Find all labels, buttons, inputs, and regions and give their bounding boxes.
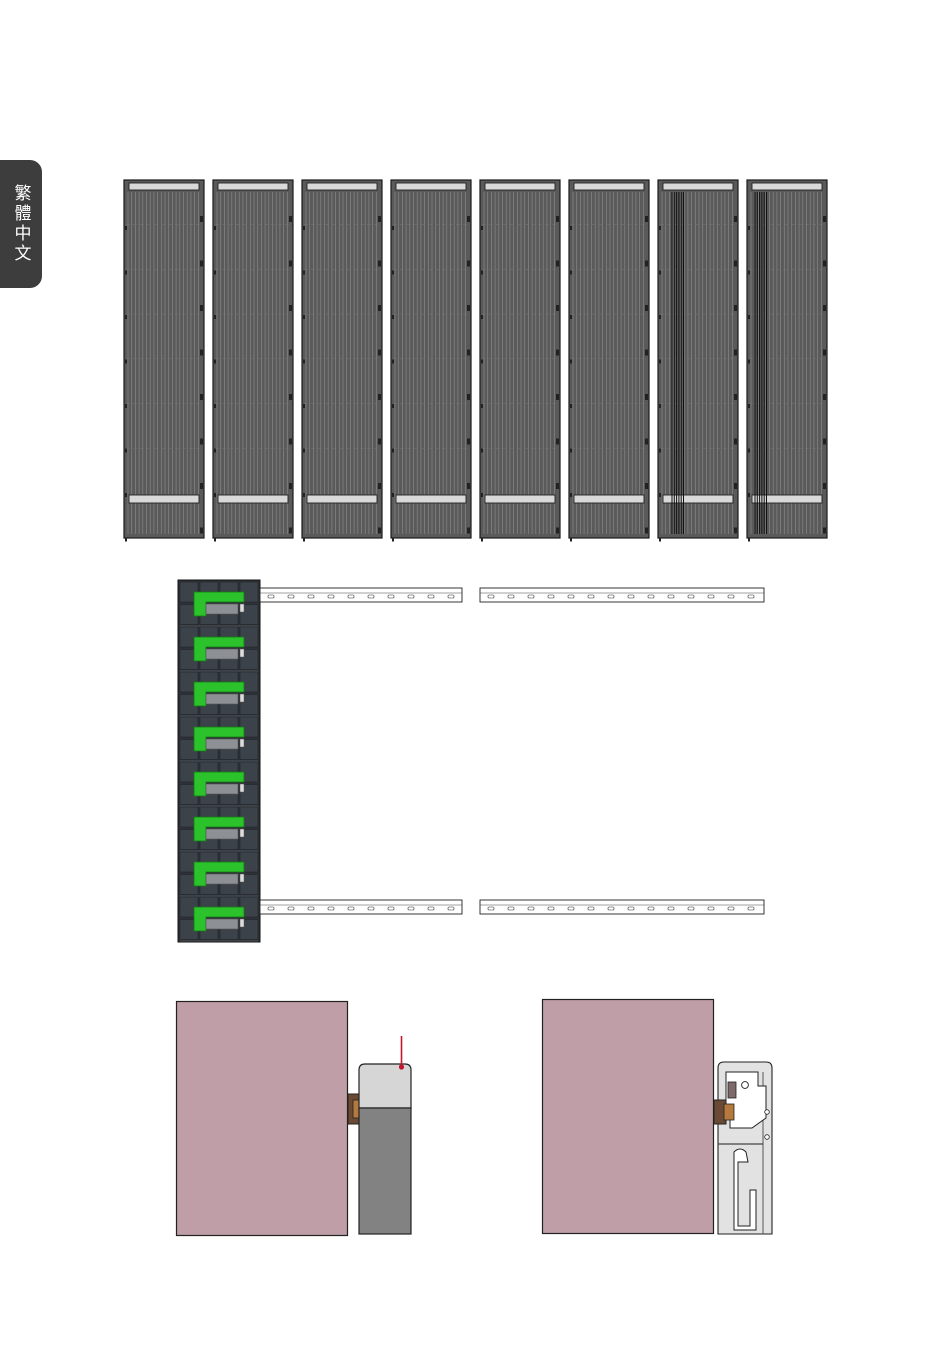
led-panel [747,180,827,542]
rail-assembly-figure [176,578,772,948]
led-panel [124,180,204,542]
led-panel [391,180,471,542]
led-panels-row [120,176,832,542]
language-tab-label: 繁體中文 [9,184,34,264]
screw-hole-a [765,1110,770,1115]
hook-tab [728,1082,736,1098]
screw-hole-b [765,1135,770,1140]
led-panel [658,180,738,542]
mounting-rail [260,588,462,602]
wall-block [543,1000,714,1234]
mounting-rail [480,900,764,914]
wall-block [177,1002,348,1236]
bracket-detail-left [172,996,422,1242]
bracket-detail-right [538,994,780,1240]
led-panel [302,180,382,542]
screw-copper [724,1104,734,1120]
bracket-top-cap [359,1064,411,1108]
led-panel [213,180,293,542]
mounting-rail [480,588,764,602]
led-panel [480,180,560,542]
module-stack [178,580,260,942]
language-tab[interactable]: 繁體中文 [0,160,42,288]
led-panel [569,180,649,542]
pin-hole [742,1082,749,1089]
pointer-dot [399,1064,404,1069]
bracket-body [359,1108,411,1234]
mounting-rail [260,900,462,914]
